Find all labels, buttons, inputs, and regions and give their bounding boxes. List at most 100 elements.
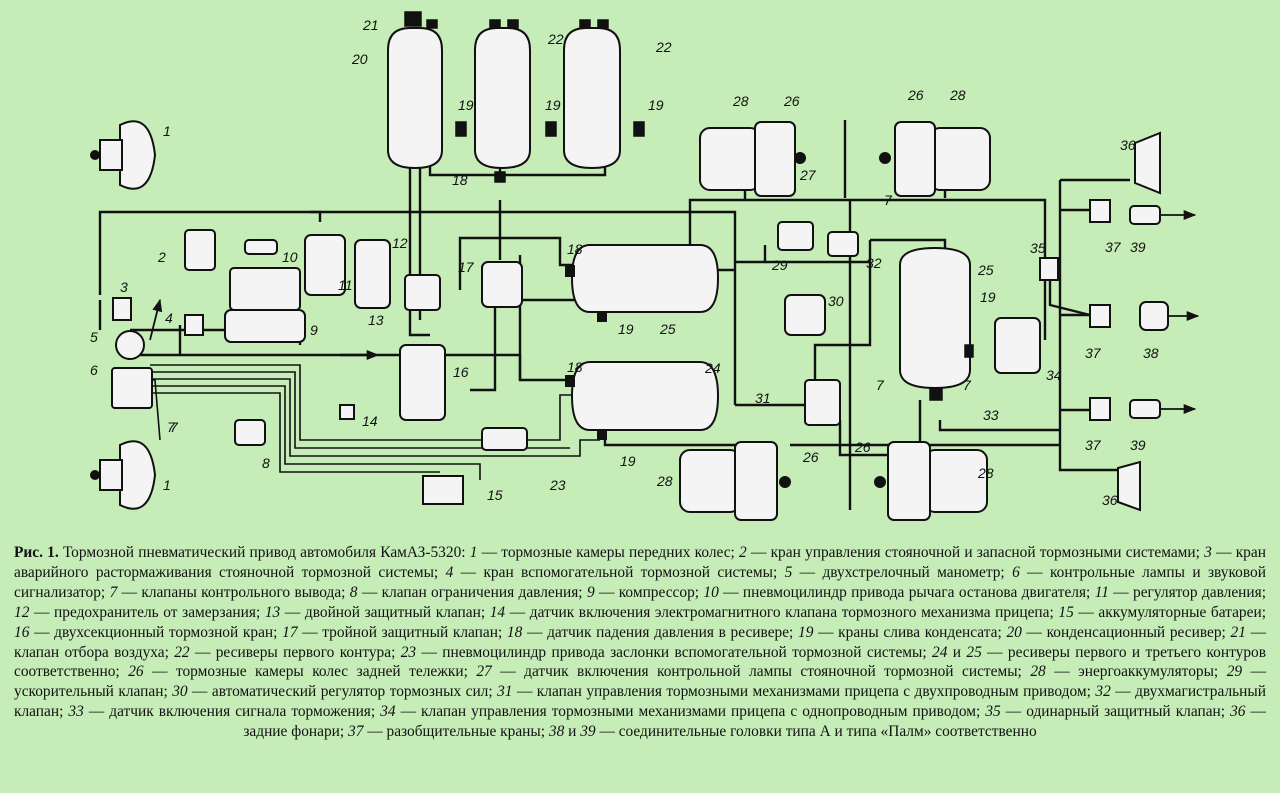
receivers-horizontal	[570, 244, 720, 431]
caption-item-number: 4	[445, 563, 454, 581]
caption-item-number: 9	[586, 583, 595, 601]
svg-text:7: 7	[167, 419, 176, 435]
caption-item-number: 19	[798, 623, 814, 641]
caption-item-text: кран управления стояночной и запасной то…	[770, 544, 1200, 561]
svg-text:26: 26	[907, 87, 924, 103]
caption-item-number: 24	[932, 643, 948, 661]
svg-text:35: 35	[1030, 240, 1046, 256]
batteries-15	[422, 475, 464, 505]
component-2	[184, 229, 216, 271]
caption-item-text: кран вспомогательной тормозной системы;	[483, 563, 778, 581]
svg-text:17: 17	[458, 259, 475, 275]
svg-text:3: 3	[120, 279, 128, 295]
rear-lamp-36-bottom	[1117, 460, 1141, 512]
svg-text:8: 8	[262, 455, 270, 471]
caption-item-text: краны слива конденсата;	[838, 623, 1002, 641]
caption-item-text: предохранитель от замерзания;	[54, 603, 261, 621]
caption-item-number: 23	[400, 643, 417, 661]
caption-item-number: 26	[128, 663, 144, 681]
cylinder-23	[481, 427, 528, 451]
caption-item-number: 16	[14, 623, 30, 641]
valve-29	[777, 221, 814, 251]
caption-item-text: клапан ограничения давления;	[381, 583, 583, 601]
caption-item-text: двойной защитный клапан;	[304, 603, 486, 621]
head-38	[1139, 301, 1169, 331]
caption-item-number: 22	[174, 643, 190, 661]
svg-text:7: 7	[963, 377, 972, 393]
wiring-bundle	[150, 364, 600, 480]
svg-text:10: 10	[282, 249, 298, 265]
caption-item-text: кран аварийного растормаживания стояночн…	[14, 544, 1266, 581]
svg-text:31: 31	[755, 390, 771, 406]
caption-item-number: 7	[109, 583, 118, 601]
caption-item-text: соединительные головки типа А и типа «Па…	[618, 723, 1037, 741]
caption-item-text: клапан управления тормозными механизмами…	[536, 683, 1091, 701]
brake-system-schematic: 1 1 2 3 4 5 6 7 8 9 10 11 12 13 14 15 16…	[90, 11, 1200, 521]
caption-item-number: 6	[1012, 563, 1020, 581]
svg-text:16: 16	[453, 364, 469, 380]
cock-37b	[1089, 304, 1111, 328]
caption-item-text: двухстрелочный манометр;	[822, 563, 1005, 581]
svg-text:7: 7	[170, 419, 179, 435]
caption-item-number: 17	[282, 623, 298, 641]
svg-text:18: 18	[452, 172, 468, 188]
svg-text:24: 24	[704, 360, 721, 376]
caption-item-number: 1	[469, 544, 478, 561]
svg-text:19: 19	[618, 321, 634, 337]
svg-text:21: 21	[362, 17, 379, 33]
receiver-25-right	[899, 246, 971, 390]
svg-text:25: 25	[977, 262, 994, 278]
caption-item-number: 18	[506, 623, 523, 641]
svg-text:38: 38	[1143, 345, 1159, 361]
regulator-30	[784, 294, 826, 336]
svg-text:37: 37	[1105, 239, 1122, 255]
caption-item-number: 21	[1230, 623, 1246, 641]
caption-item-number: 11	[1094, 583, 1109, 601]
components	[111, 131, 1169, 512]
component-4	[184, 314, 204, 336]
caption-item-text: двухсекционный тормозной кран;	[54, 623, 278, 641]
caption-item-text: контрольные лампы и звуковой сигнализато…	[14, 563, 1266, 601]
caption-item-number: 33	[68, 703, 84, 721]
caption-item-text: тормозные камеры передних колес;	[501, 544, 735, 561]
svg-text:28: 28	[656, 473, 673, 489]
svg-text:26: 26	[783, 93, 800, 109]
caption-item-text: клапан управления тормозными механизмами…	[421, 703, 981, 721]
svg-text:14: 14	[362, 413, 378, 429]
caption-item-number: 14	[489, 603, 506, 621]
svg-text:22: 22	[547, 31, 564, 47]
svg-text:23: 23	[549, 477, 566, 493]
head-39b	[1129, 399, 1161, 419]
receiver-20	[387, 27, 443, 170]
svg-text:2: 2	[157, 249, 166, 265]
component-3	[112, 297, 132, 321]
compressor-head	[229, 267, 301, 311]
receivers-vertical	[387, 27, 971, 390]
caption-item-number: 35	[985, 703, 1001, 721]
caption-item-number: 30	[172, 683, 188, 701]
caption-item-text: конденсационный ресивер;	[1046, 623, 1226, 641]
brake-valve-16	[399, 344, 446, 421]
svg-text:6: 6	[90, 362, 98, 378]
caption-item-text: пневмоцилиндр привода рычага останова дв…	[742, 583, 1091, 601]
caption-fig-label: Рис. 1.	[14, 544, 59, 561]
caption-item-number: 27	[476, 663, 492, 681]
svg-text:19: 19	[648, 97, 664, 113]
spring-brake-chambers	[679, 121, 991, 521]
caption-item-text: задние фонари;	[243, 723, 345, 741]
caption-item-text: компрессор;	[618, 583, 700, 601]
svg-text:33: 33	[983, 407, 999, 423]
svg-text:9: 9	[310, 322, 318, 338]
valve-35	[1039, 257, 1059, 281]
caption-item-text: разобщительные краны;	[386, 723, 546, 741]
caption-item-number: 8	[349, 583, 358, 601]
svg-text:34: 34	[1046, 367, 1062, 383]
svg-text:1: 1	[163, 123, 171, 139]
valve-34	[994, 317, 1041, 374]
svg-text:26: 26	[802, 449, 819, 465]
svg-text:27: 27	[799, 167, 817, 183]
caption-item-text: датчик включения электромагнитного клапа…	[529, 603, 1054, 621]
svg-text:39: 39	[1130, 437, 1146, 453]
caption-item-text: датчик включения контрольной лампы стоян…	[524, 663, 1022, 681]
svg-text:7: 7	[876, 377, 885, 393]
